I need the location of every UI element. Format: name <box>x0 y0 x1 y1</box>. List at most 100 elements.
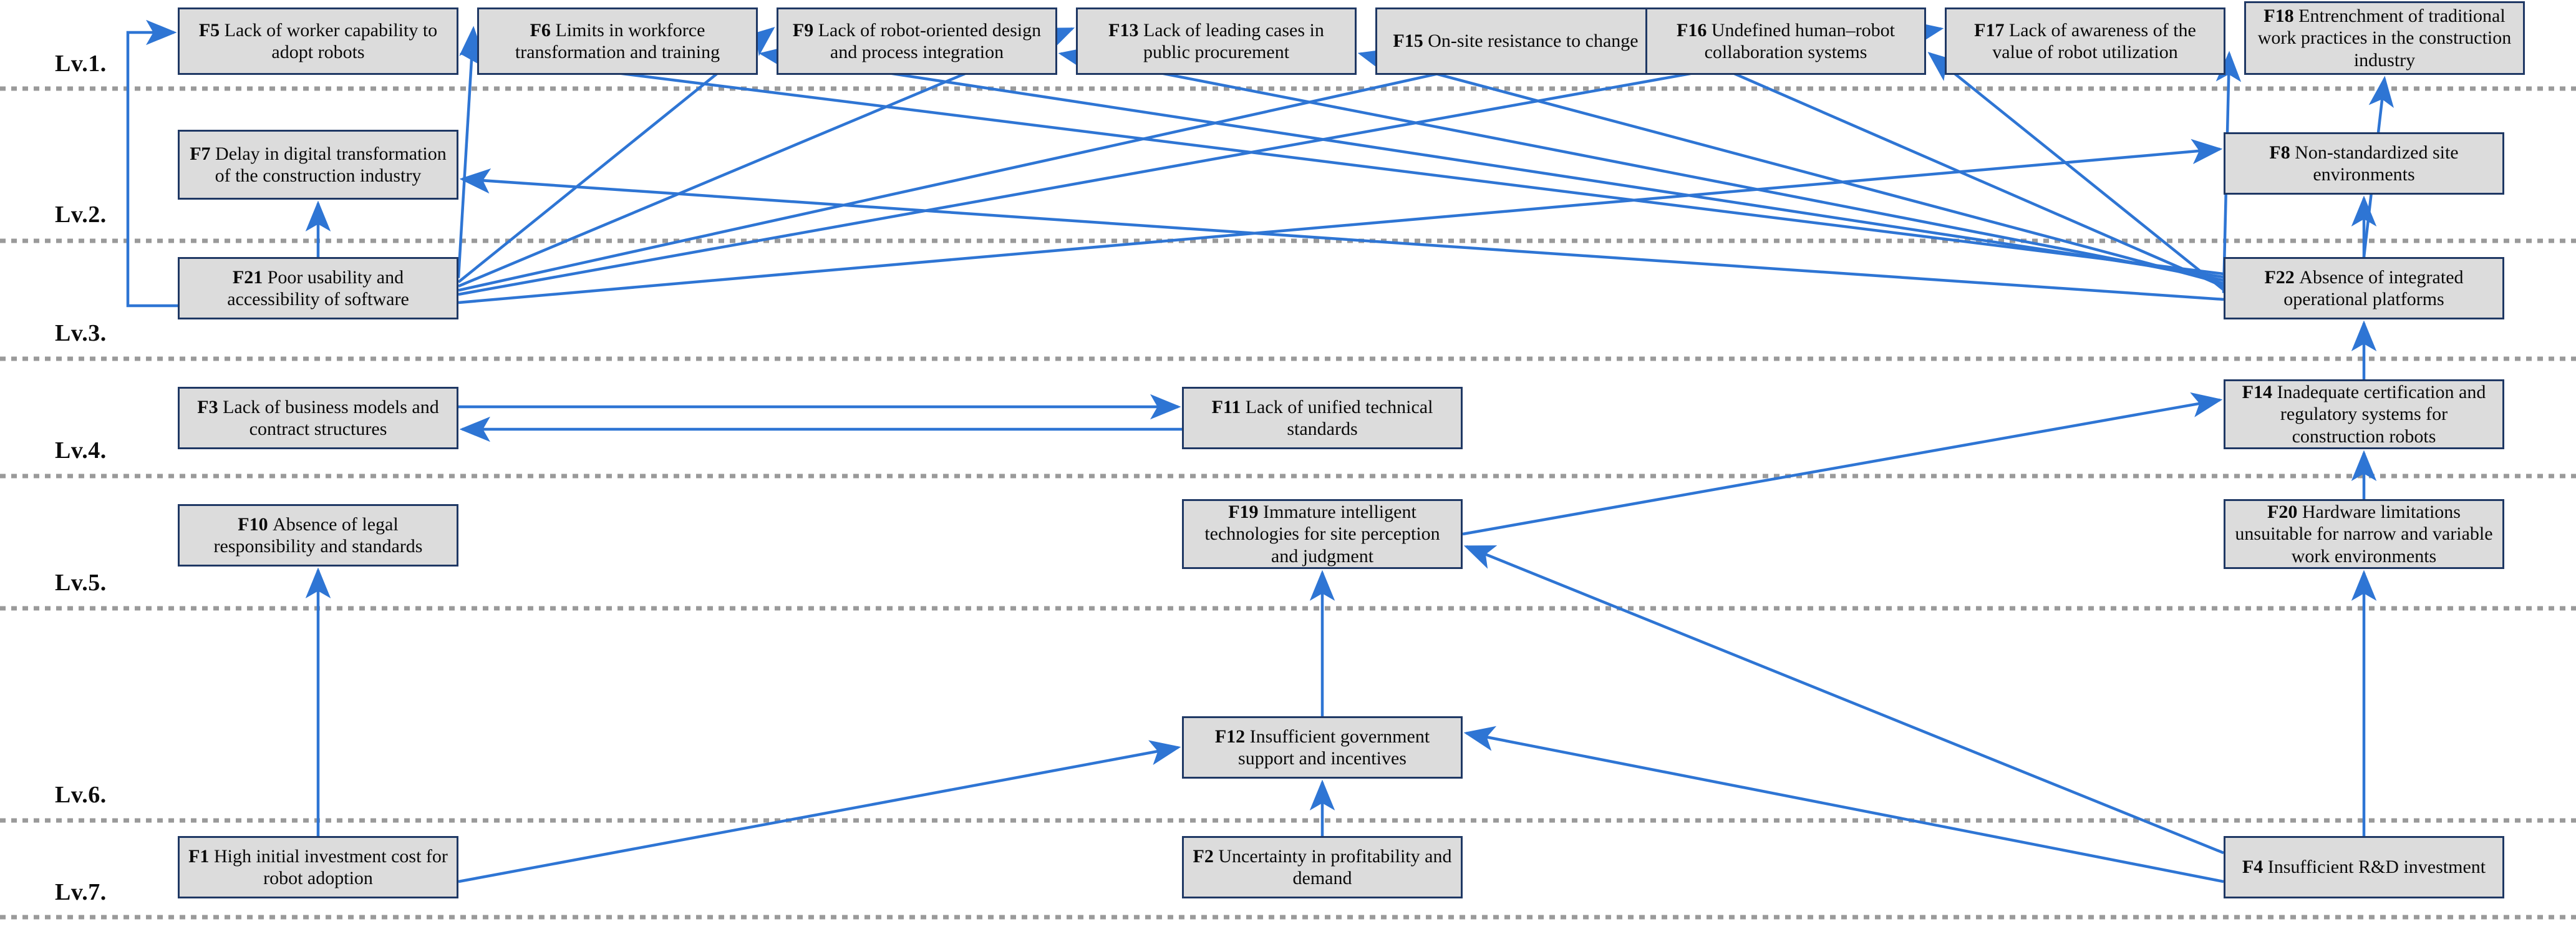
factor-node-text: F14 Inadequate certification and regulat… <box>2232 381 2496 447</box>
factor-label: Undefined human–robot collaboration syst… <box>1704 19 1895 62</box>
level-label-6: Lv.6. <box>55 782 107 808</box>
factor-node-text: F8 Non-standardized site environments <box>2232 142 2496 186</box>
factor-label: Limits in workforce transformation and t… <box>515 19 720 62</box>
factor-node-text: F13 Lack of leading cases in public proc… <box>1084 19 1349 64</box>
arrow-f19-to-f14 <box>1462 392 2223 536</box>
factor-node-text: F16 Undefined human–robot collaboration … <box>1654 19 1918 64</box>
factor-node-f18[interactable]: F18 Entrenchment of traditional work pra… <box>2244 1 2525 75</box>
factor-label: Absence of legal responsibility and stan… <box>213 513 423 557</box>
arrow-f22-to-f13 <box>1357 49 2224 285</box>
factor-label: Absence of integrated operational platfo… <box>2283 266 2464 309</box>
factor-node-f9[interactable]: F9 Lack of robot-oriented design and pro… <box>777 7 1057 75</box>
factor-node-text: F17 Lack of awareness of the value of ro… <box>1953 19 2217 64</box>
factor-label: Lack of leading cases in public procurem… <box>1143 19 1324 62</box>
factor-code: F22 <box>2264 266 2300 288</box>
factor-code: F5 <box>198 19 225 41</box>
factor-node-text: F6 Limits in workforce transformation an… <box>485 19 750 64</box>
factor-node-f1[interactable]: F1 High initial investment cost for robo… <box>178 836 458 898</box>
factor-node-text: F4 Insufficient R&D investment <box>2232 856 2496 878</box>
factor-node-text: F9 Lack of robot-oriented design and pro… <box>785 19 1049 64</box>
factor-node-f13[interactable]: F13 Lack of leading cases in public proc… <box>1076 7 1357 75</box>
level-label-5: Lv.5. <box>55 570 107 596</box>
arrow-f4-to-f12 <box>1463 726 2224 883</box>
factor-node-text: F2 Uncertainty in profitability and dema… <box>1190 845 1455 890</box>
factor-code: F18 <box>2264 5 2299 26</box>
arrow-f22-to-f9 <box>1058 46 2224 282</box>
factor-code: F2 <box>1193 845 1219 867</box>
factor-code: F13 <box>1108 19 1143 41</box>
factor-label: Lack of robot-oriented design and proces… <box>818 19 1042 62</box>
level-label-7: Lv.7. <box>55 879 107 905</box>
arrow-f4-to-f19 <box>1463 545 2224 855</box>
factor-label: Non-standardized site environments <box>2295 142 2459 185</box>
factor-node-f8[interactable]: F8 Non-standardized site environments <box>2224 132 2504 195</box>
factor-label: Lack of unified technical standards <box>1245 396 1433 439</box>
arrow-f22-to-f6 <box>758 45 2224 279</box>
factor-node-text: F11 Lack of unified technical standards <box>1190 396 1455 440</box>
factor-code: F10 <box>238 513 273 535</box>
factor-node-f3[interactable]: F3 Lack of business models and contract … <box>178 387 458 449</box>
factor-node-f11[interactable]: F11 Lack of unified technical standards <box>1182 387 1463 449</box>
arrow-f22-to-f16 <box>1927 52 2225 291</box>
factor-code: F3 <box>197 396 223 417</box>
factor-node-f7[interactable]: F7 Delay in digital transformation of th… <box>178 130 458 200</box>
factor-label: Inadequate certification and regulatory … <box>2277 381 2486 447</box>
level-label-1: Lv.1. <box>55 51 107 77</box>
level-label-4: Lv.4. <box>55 437 107 464</box>
arrow-f1-to-f12 <box>458 740 1181 883</box>
factor-code: F8 <box>2269 142 2295 163</box>
factor-code: F19 <box>1228 501 1264 522</box>
factor-node-text: F5 Lack of worker capability to adopt ro… <box>186 19 450 64</box>
factor-node-text: F18 Entrenchment of traditional work pra… <box>2252 5 2517 71</box>
factor-label: Hardware limitations unsuitable for narr… <box>2235 501 2493 567</box>
factor-code: F4 <box>2242 857 2268 878</box>
factor-code: F11 <box>1211 396 1246 417</box>
factor-label: Poor usability and accessibility of soft… <box>227 266 409 309</box>
factor-node-f6[interactable]: F6 Limits in workforce transformation an… <box>477 7 758 75</box>
factor-label: Lack of worker capability to adopt robot… <box>224 19 438 62</box>
arrow-f22-to-f5 <box>459 44 2224 276</box>
factor-node-text: F20 Hardware limitations unsuitable for … <box>2232 501 2496 567</box>
arrow-f21-to-f5 <box>126 19 178 308</box>
factor-code: F16 <box>1677 19 1712 41</box>
factor-label: Lack of business models and contract str… <box>223 396 439 439</box>
factor-node-f5[interactable]: F5 Lack of worker capability to adopt ro… <box>178 7 458 75</box>
factor-node-f14[interactable]: F14 Inadequate certification and regulat… <box>2224 379 2504 449</box>
factor-label: On-site resistance to change <box>1428 31 1639 52</box>
arrow-f21-to-f8 <box>458 139 2223 304</box>
factor-node-text: F10 Absence of legal responsibility and … <box>186 513 450 558</box>
factor-code: F12 <box>1214 726 1250 747</box>
factor-node-f2[interactable]: F2 Uncertainty in profitability and dema… <box>1182 836 1463 898</box>
level-label-3: Lv.3. <box>55 320 107 346</box>
arrow-f22-to-f7 <box>459 168 2224 301</box>
factor-node-text: F3 Lack of business models and contract … <box>186 396 450 440</box>
factor-node-f22[interactable]: F22 Absence of integrated operational pl… <box>2224 257 2504 319</box>
factor-node-f21[interactable]: F21 Poor usability and accessibility of … <box>178 257 458 319</box>
factor-code: F9 <box>792 19 818 41</box>
factor-node-text: F12 Insufficient government support and … <box>1190 726 1455 770</box>
factor-label: Uncertainty in profitability and demand <box>1218 845 1452 888</box>
factor-label: Delay in digital transformation of the c… <box>215 143 447 186</box>
factor-label: Immature intelligent technologies for si… <box>1204 501 1440 567</box>
factor-node-f16[interactable]: F16 Undefined human–robot collaboration … <box>1645 7 1926 75</box>
factor-node-f10[interactable]: F10 Absence of legal responsibility and … <box>178 504 458 567</box>
factor-code: F15 <box>1393 31 1428 52</box>
factor-label: Insufficient R&D investment <box>2267 857 2486 878</box>
factor-node-text: F7 Delay in digital transformation of th… <box>186 143 450 187</box>
factor-node-f17[interactable]: F17 Lack of awareness of the value of ro… <box>1945 7 2225 75</box>
factor-label: High initial investment cost for robot a… <box>213 845 448 888</box>
factor-code: F14 <box>2242 381 2277 402</box>
factor-node-f20[interactable]: F20 Hardware limitations unsuitable for … <box>2224 499 2504 569</box>
factor-node-text: F15 On-site resistance to change <box>1383 30 1648 52</box>
factor-code: F1 <box>188 845 214 867</box>
level-label-2: Lv.2. <box>55 202 107 228</box>
arrow-f22-to-f15 <box>1657 39 2224 288</box>
factor-node-f4[interactable]: F4 Insufficient R&D investment <box>2224 836 2504 898</box>
factor-node-text: F21 Poor usability and accessibility of … <box>186 266 450 311</box>
factor-node-f12[interactable]: F12 Insufficient government support and … <box>1182 716 1463 779</box>
factor-node-f19[interactable]: F19 Immature intelligent technologies fo… <box>1182 499 1463 569</box>
factor-node-f15[interactable]: F15 On-site resistance to change <box>1375 7 1656 75</box>
factor-code: F6 <box>530 19 556 41</box>
factor-node-text: F19 Immature intelligent technologies fo… <box>1190 501 1455 567</box>
